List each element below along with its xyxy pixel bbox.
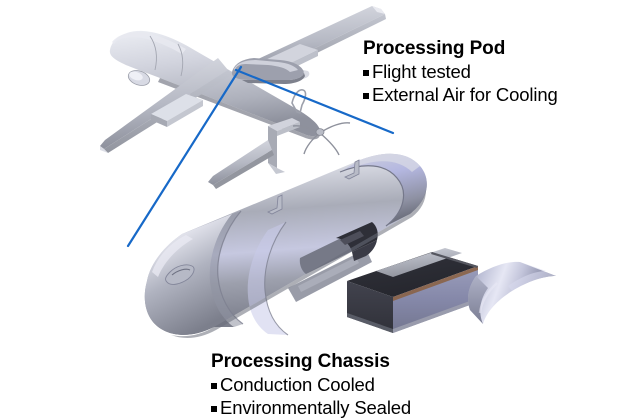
- callout-chassis-title: Processing Chassis: [211, 351, 390, 372]
- callout-processing-pod: Processing Pod Flight tested External Ai…: [363, 38, 558, 106]
- uav-v-tail: [208, 118, 300, 189]
- callout-pod-list: Flight tested External Air for Cooling: [363, 60, 558, 106]
- uav-tail-fin-upper: [291, 89, 307, 115]
- uav-aircraft: [100, 6, 386, 189]
- pod-mounting-lug-aft: [344, 159, 360, 180]
- uav-left-pylon: [151, 94, 203, 127]
- callout-pod-item-2-label: External Air for Cooling: [372, 84, 558, 105]
- leader-line-pod-to-chassis: [126, 65, 243, 248]
- callout-processing-chassis: Processing Chassis Conduction Cooled Env…: [211, 351, 411, 419]
- square-bullet-icon: [363, 93, 369, 99]
- pod-mounting-lug-forward: [267, 194, 283, 215]
- callout-pod-item-2: External Air for Cooling: [363, 83, 558, 106]
- processing-pod-cylinder: [144, 153, 427, 338]
- pod-access-panel: [288, 249, 372, 302]
- leader-lines: [126, 65, 395, 248]
- callout-chassis-item-2: Environmentally Sealed: [211, 396, 411, 419]
- leader-line-pod-to-text: [234, 68, 395, 135]
- pod-open-bay: [299, 222, 378, 274]
- callout-chassis-item-1-label: Conduction Cooled: [220, 374, 375, 395]
- square-bullet-icon: [211, 406, 217, 412]
- chassis-cover-panel: [468, 261, 556, 324]
- square-bullet-icon: [363, 70, 369, 76]
- callout-chassis-item-2-label: Environmentally Sealed: [220, 397, 412, 418]
- callout-pod-title: Processing Pod: [363, 38, 506, 59]
- processing-chassis-box: [347, 248, 478, 333]
- callout-chassis-list: Conduction Cooled Environmentally Sealed: [211, 373, 411, 419]
- square-bullet-icon: [211, 383, 217, 389]
- callout-pod-item-1: Flight tested: [363, 60, 558, 83]
- callout-pod-item-1-label: Flight tested: [372, 61, 471, 82]
- callout-chassis-item-1: Conduction Cooled: [211, 373, 411, 396]
